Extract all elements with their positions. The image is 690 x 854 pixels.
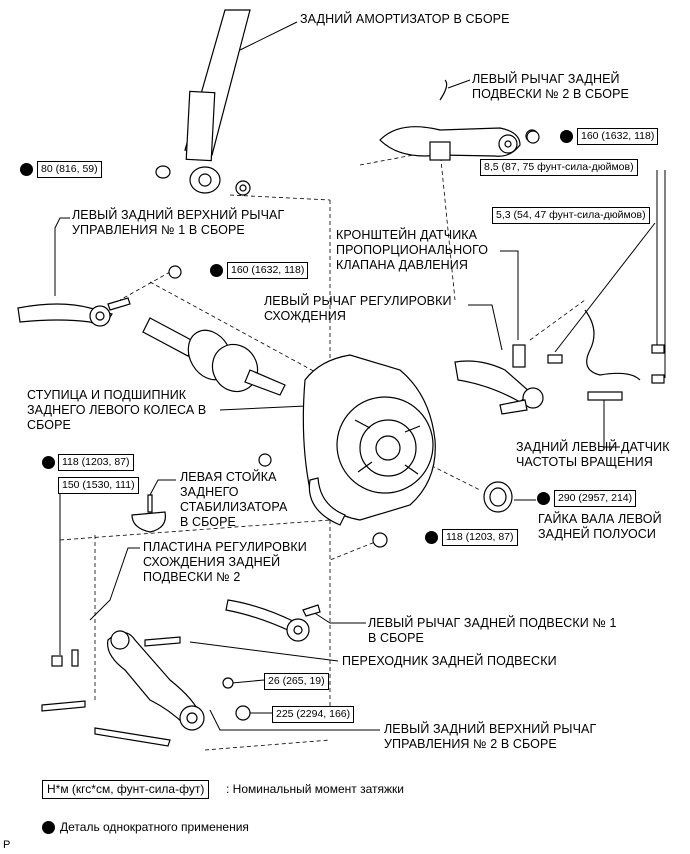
label-upper-arm-2: ЛЕВЫЙ ЗАДНИЙ ВЕРХНИЙ РЫЧАГ УПРАВЛЕНИЯ № … bbox=[384, 722, 597, 751]
leader-rear-arm2 bbox=[447, 79, 471, 89]
rear-arm-2-drawing bbox=[379, 79, 539, 161]
drive-shaft-drawing bbox=[142, 317, 286, 396]
leader-rear-arm1 bbox=[309, 609, 366, 624]
torque-callout: 118 (1203, 87) bbox=[58, 454, 134, 471]
label-rear-arm-1: ЛЕВЫЙ РЫЧАГ ЗАДНЕЙ ПОДВЕСКИ № 1 В СБОРЕ bbox=[368, 616, 617, 645]
torque-callout: 80 (816, 59) bbox=[37, 161, 102, 178]
non-reusable-marker bbox=[42, 456, 55, 469]
non-reusable-marker bbox=[20, 163, 33, 176]
torque-callout: 26 (265, 19) bbox=[264, 673, 329, 690]
alignment-line bbox=[119, 271, 171, 301]
alignment-line bbox=[229, 194, 331, 201]
leader-toe-plate bbox=[89, 547, 140, 621]
torque-callout: 160 (1632, 118) bbox=[577, 128, 659, 145]
torque-callout: 8,5 (87, 75 фунт-сила-дюймов) bbox=[480, 159, 638, 176]
label-shock-absorber: ЗАДНИЙ АМОРТИЗАТОР В СБОРЕ bbox=[300, 12, 510, 26]
label-toe-plate: ПЛАСТИНА РЕГУЛИРОВКИ СХОЖДЕНИЯ ЗАДНЕЙ ПО… bbox=[143, 540, 307, 584]
leader-upper-arm1 bbox=[54, 217, 70, 296]
label-speed-sensor: ЗАДНИЙ ЛЕВЫЙ ДАТЧИК ЧАСТОТЫ ВРАЩЕНИЯ bbox=[516, 440, 670, 469]
label-hub-bearing: СТУПИЦА И ПОДШИПНИК ЗАДНЕГО ЛЕВОГО КОЛЕС… bbox=[27, 388, 207, 432]
leader-upper-arm2 bbox=[209, 709, 380, 731]
non-reusable-marker bbox=[425, 531, 438, 544]
legend-torque-units: Н*м (кгс*см, фунт-сила-фут) bbox=[42, 780, 210, 799]
corner-mark: P bbox=[3, 839, 11, 851]
label-axle-nut: ГАЙКА ВАЛА ЛЕВОЙ ЗАДНЕЙ ПОЛУОСИ bbox=[538, 512, 662, 541]
leader-stabilizer bbox=[149, 479, 176, 496]
upper-arm-2-drawing bbox=[41, 630, 251, 747]
label-rear-arm-2: ЛЕВЫЙ РЫЧАГ ЗАДНЕЙ ПОДВЕСКИ № 2 В СБОРЕ bbox=[472, 72, 629, 101]
rear-arm-1-drawing bbox=[225, 532, 388, 642]
torque-callout: 225 (2294, 166) bbox=[272, 706, 355, 723]
torque-callout: 5,3 (54, 47 фунт-сила-дюймов) bbox=[492, 207, 650, 224]
label-sensor-bracket: КРОНШТЕЙН ДАТЧИКА ПРОПОРЦИОНАЛЬНОГО КЛАП… bbox=[336, 228, 489, 272]
non-reusable-marker bbox=[560, 130, 573, 143]
alignment-line bbox=[439, 149, 456, 301]
alignment-line bbox=[529, 299, 586, 341]
legend-non-reusable-text: Деталь однократного применения bbox=[60, 820, 249, 834]
legend-torque-description: : Номинальный момент затяжки bbox=[226, 782, 404, 796]
legend-non-reusable-marker bbox=[42, 821, 55, 834]
alignment-line bbox=[59, 519, 331, 541]
leader-adapter bbox=[189, 641, 339, 662]
leader-speed-sensor bbox=[603, 400, 620, 448]
toe-arm-drawing bbox=[454, 344, 563, 415]
alignment-line bbox=[204, 739, 331, 751]
hub-knuckle-drawing bbox=[302, 354, 436, 526]
torque-callout: 118 (1203, 87) bbox=[442, 529, 518, 546]
non-reusable-marker bbox=[210, 264, 223, 277]
fasteners bbox=[526, 130, 540, 144]
axle-nut-drawing bbox=[483, 481, 513, 513]
torque-callout: 150 (1530, 111) bbox=[58, 477, 139, 494]
label-adapter: ПЕРЕХОДНИК ЗАДНЕЙ ПОДВЕСКИ bbox=[342, 654, 557, 668]
shock-absorber-drawing bbox=[155, 9, 251, 196]
label-toe-arm: ЛЕВЫЙ РЫЧАГ РЕГУЛИРОВКИ СХОЖДЕНИЯ bbox=[264, 294, 452, 323]
torque-callout: 160 (1632, 118) bbox=[227, 262, 309, 279]
leader-toe-arm bbox=[468, 304, 503, 351]
torque-callout: 290 (2957, 214) bbox=[554, 490, 637, 507]
alignment-line bbox=[149, 281, 331, 381]
upper-arm-1-drawing bbox=[17, 265, 182, 327]
non-reusable-marker bbox=[537, 492, 550, 505]
leader-sensor-bracket bbox=[500, 250, 519, 340]
leader-shock-absorber bbox=[239, 21, 298, 51]
label-stabilizer-link: ЛЕВАЯ СТОЙКА ЗАДНЕГО СТАБИЛИЗАТОРА В СБО… bbox=[180, 470, 288, 529]
stabilizer-link-drawing bbox=[131, 453, 272, 533]
speed-sensor-drawing bbox=[584, 309, 665, 401]
leader-t10 bbox=[231, 679, 265, 684]
leader-hub-bearing bbox=[219, 405, 307, 411]
leader-t4 bbox=[554, 222, 656, 353]
alignment-line bbox=[329, 539, 381, 561]
label-upper-arm-1: ЛЕВЫЙ ЗАДНИЙ ВЕРХНИЙ РЫЧАГ УПРАВЛЕНИЯ № … bbox=[72, 208, 285, 237]
